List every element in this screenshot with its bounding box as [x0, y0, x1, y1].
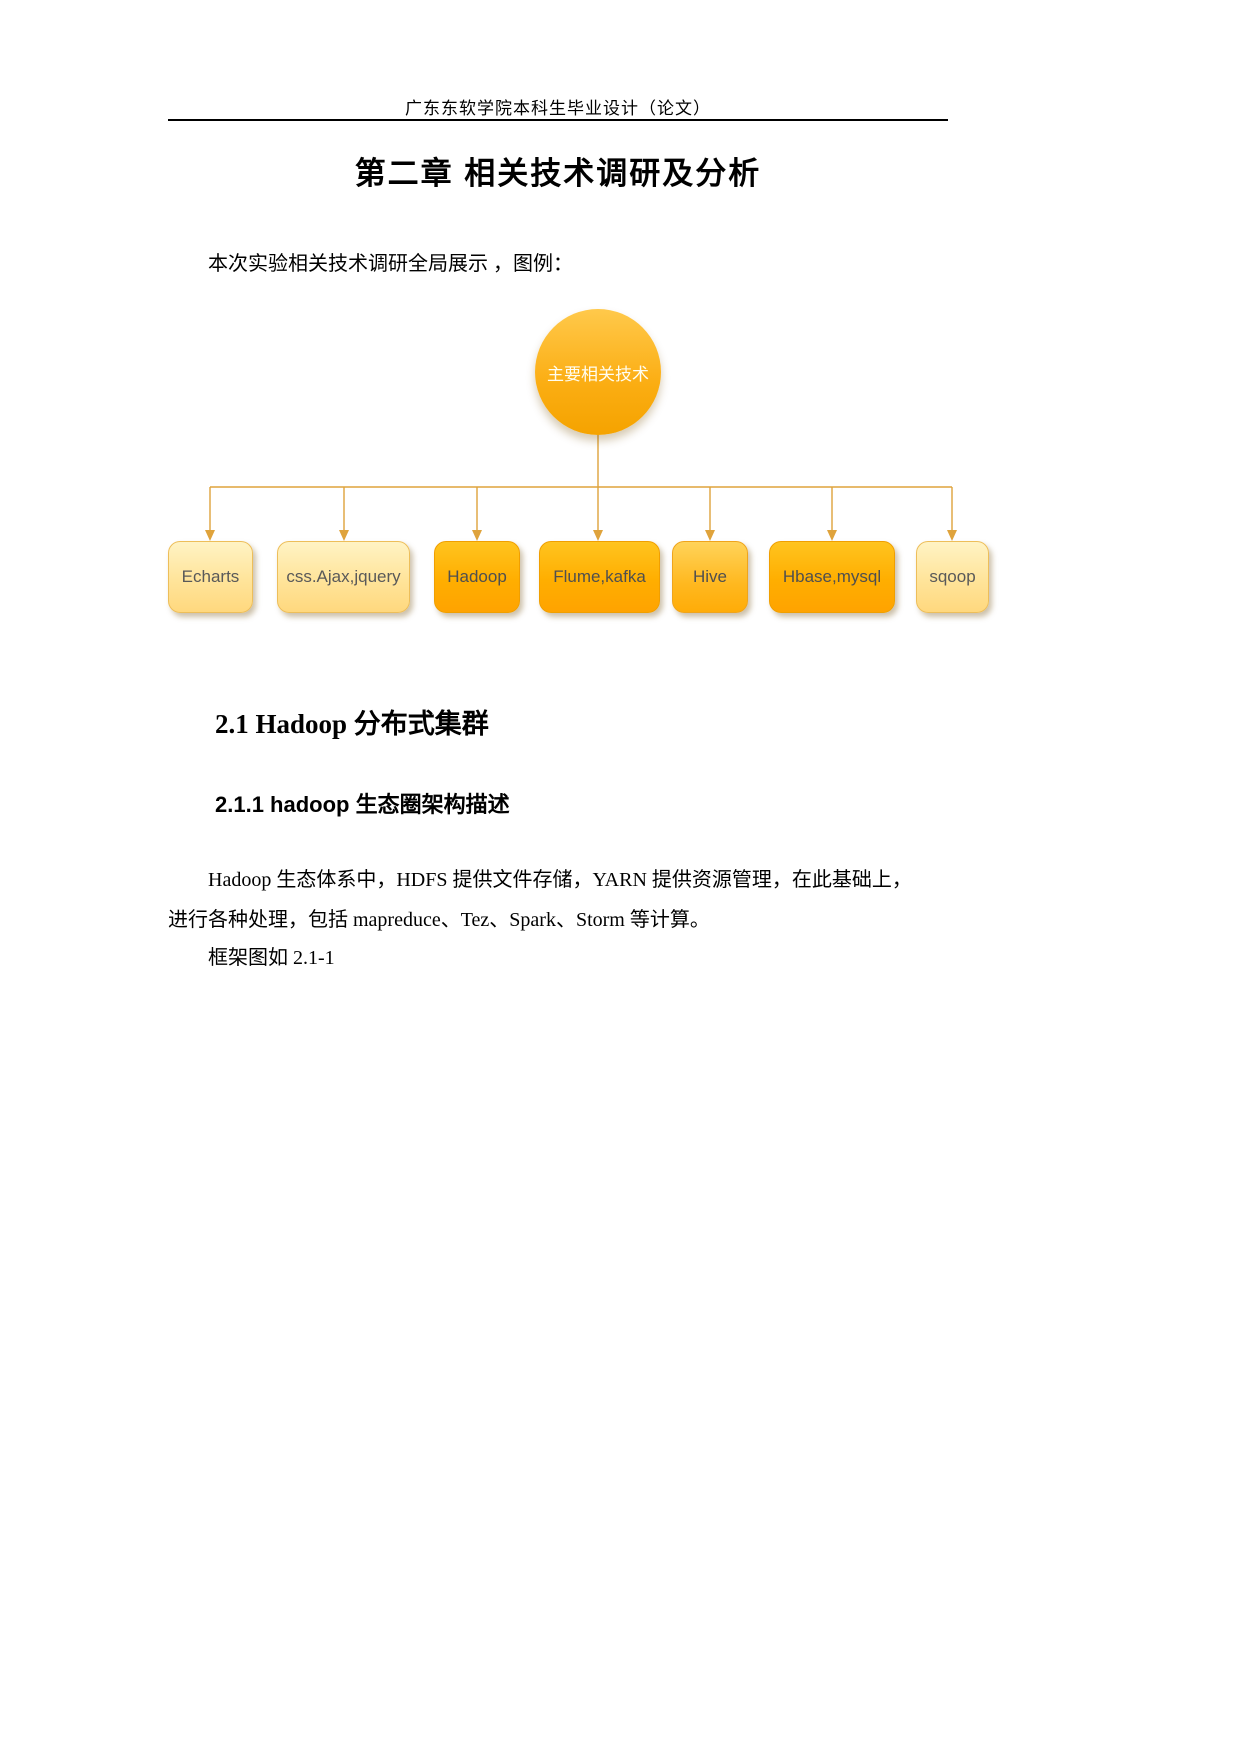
section-title: 2.1 Hadoop 分布式集群	[215, 709, 489, 739]
diagram-node-hive: Hive	[672, 541, 748, 613]
arrow-down-icon	[472, 530, 482, 541]
node-label: Hadoop	[447, 567, 507, 586]
body-line-1: Hadoop 生态体系中，HDFS 提供文件存储，YARN 提供资源管理，在此基…	[208, 869, 912, 891]
arrow-down-icon	[339, 530, 349, 541]
root-node-label: 主要相关技术	[547, 364, 649, 384]
diagram-node-css-ajax-jquery: css.Ajax,jquery	[277, 541, 410, 613]
node-label: sqoop	[929, 567, 976, 586]
arrow-down-icon	[947, 530, 957, 541]
body-paragraph: Hadoop 生态体系中，HDFS 提供文件存储，YARN 提供资源管理，在此基…	[168, 860, 950, 940]
node-label: Echarts	[181, 567, 240, 586]
body-line-2: 进行各种处理，包括 mapreduce、Tez、Spark、Storm 等计算。	[168, 909, 710, 931]
arrow-down-icon	[205, 530, 215, 541]
diagram-node-hbase-mysql: Hbase,mysql	[769, 541, 895, 613]
arrow-down-icon	[705, 530, 715, 541]
diagram-node-echarts: Echarts	[168, 541, 253, 613]
intro-paragraph: 本次实验相关技术调研全局展示 ，图例：	[208, 253, 573, 275]
node-label: Hbase,mysql	[782, 567, 882, 586]
diagram-node-sqoop: sqoop	[916, 541, 989, 613]
arrow-down-icon	[593, 530, 603, 541]
chapter-title: 第二章 相关技术调研及分析	[354, 156, 762, 191]
page-header-title: 广东东软学院本科生毕业设计（论文）	[405, 99, 711, 118]
diagram-node-flume-kafka: Flume,kafka	[539, 541, 660, 613]
figure-caption: 框架图如 2.1-1	[208, 947, 335, 969]
subsection-title: 2.1.1 hadoop 生态圈架构描述	[215, 792, 510, 817]
node-label: Flume,kafka	[553, 567, 646, 586]
header-rule	[168, 119, 948, 121]
node-label: css.Ajax,jquery	[286, 567, 401, 586]
diagram-node-hadoop: Hadoop	[434, 541, 520, 613]
diagram-root-node: 主要相关技术	[535, 309, 661, 435]
tech-overview-diagram: 主要相关技术 Echarts css.Ajax,jquery Hadoop Fl…	[0, 300, 1240, 645]
connector-lines	[205, 435, 957, 541]
node-label: Hive	[692, 567, 727, 586]
arrow-down-icon	[827, 530, 837, 541]
